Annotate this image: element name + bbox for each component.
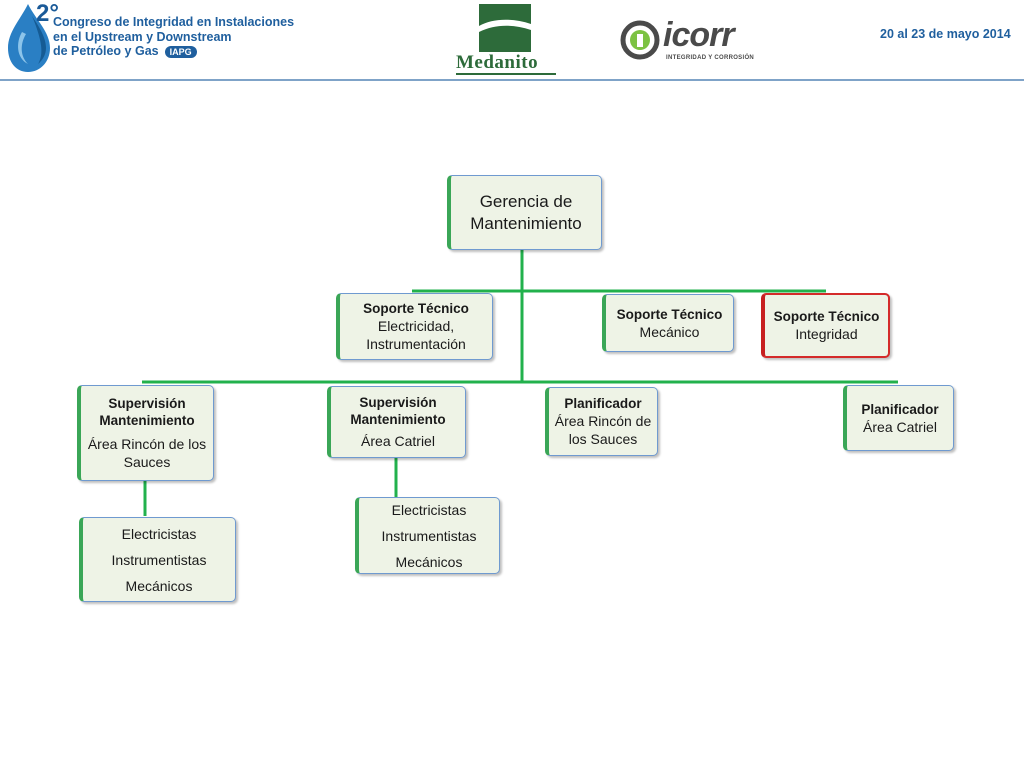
soporte-integridad-title: Soporte Técnico bbox=[773, 309, 880, 324]
soporte-electricidad-title: Soporte Técnico bbox=[363, 301, 469, 316]
medanito-emblem-icon bbox=[479, 4, 531, 52]
org-box-planificador-rincon: Planificador Área Rincón de los Sauces bbox=[545, 387, 658, 456]
congreso-drop-logo-icon bbox=[8, 4, 50, 72]
equipo-catriel-item: Instrumentistas bbox=[381, 527, 477, 544]
header: 2° Congreso de Integridad en Instalacion… bbox=[0, 0, 1024, 80]
org-box-gerencia: Gerencia de Mantenimiento bbox=[447, 175, 602, 250]
gerencia-title: Gerencia de Mantenimiento bbox=[470, 191, 582, 233]
org-box-soporte-electricidad: Soporte Técnico Electricidad, Instrument… bbox=[336, 293, 493, 360]
icorr-tagline: INTEGRIDAD Y CORROSIÓN bbox=[666, 55, 755, 61]
equipo-rincon-item: Electricistas bbox=[121, 525, 197, 542]
soporte-electricidad-subtitle: Electricidad, Instrumentación bbox=[366, 318, 466, 352]
org-box-equipo-catriel: Electricistas Instrumentistas Mecánicos bbox=[355, 497, 500, 574]
congreso-title-line1: Congreso de Integridad en Instalaciones bbox=[53, 15, 295, 29]
medanito-underline bbox=[456, 73, 556, 75]
org-box-supervision-catriel: Supervisión Mantenimiento Área Catriel bbox=[327, 386, 466, 458]
soporte-mecanico-title: Soporte Técnico bbox=[616, 306, 723, 322]
planificador-rincon-subtitle: Área Rincón de los Sauces bbox=[554, 413, 652, 447]
planificador-rincon-title: Planificador bbox=[564, 396, 642, 411]
icorr-logo: icorr bbox=[663, 16, 735, 54]
congreso-title: Congreso de Integridad en Instalaciones … bbox=[53, 15, 294, 59]
congreso-ordinal: 2° bbox=[36, 0, 59, 27]
equipo-catriel-item: Mecánicos bbox=[395, 553, 463, 570]
congreso-title-line2: en el Upstream y Downstream bbox=[53, 29, 232, 44]
header-divider bbox=[0, 79, 1024, 81]
equipo-rincon-item: Mecánicos bbox=[125, 577, 193, 594]
soporte-mecanico-subtitle: Mecánico bbox=[639, 323, 700, 340]
org-box-supervision-rincon: Supervisión Mantenimiento Área Rincón de… bbox=[77, 385, 214, 481]
congreso-title-line3: de Petróleo y Gas bbox=[53, 44, 159, 58]
supervision-catriel-subtitle: Área Catriel bbox=[361, 433, 435, 449]
planificador-catriel-subtitle: Área Catriel bbox=[863, 418, 937, 435]
supervision-rincon-title: Supervisión Mantenimiento bbox=[99, 396, 195, 428]
medanito-logo: Medanito bbox=[456, 52, 539, 73]
iapg-badge: IAPG bbox=[164, 45, 197, 58]
equipo-rincon-item: Instrumentistas bbox=[111, 551, 207, 568]
planificador-catriel-title: Planificador bbox=[861, 401, 939, 417]
org-box-equipo-rincon: Electricistas Instrumentistas Mecánicos bbox=[79, 517, 236, 602]
org-box-soporte-integridad: Soporte Técnico Integridad bbox=[761, 293, 890, 358]
event-date: 20 al 23 de mayo 2014 bbox=[880, 27, 1011, 41]
supervision-rincon-subtitle: Área Rincón de los Sauces bbox=[87, 436, 207, 470]
icorr-emblem-icon bbox=[620, 20, 660, 60]
equipo-catriel-item: Electricistas bbox=[391, 501, 467, 518]
org-box-planificador-catriel: Planificador Área Catriel bbox=[843, 385, 954, 451]
soporte-integridad-subtitle: Integridad bbox=[795, 326, 858, 342]
supervision-catriel-title: Supervisión Mantenimiento bbox=[350, 395, 446, 427]
org-box-soporte-mecanico: Soporte Técnico Mecánico bbox=[602, 294, 734, 352]
